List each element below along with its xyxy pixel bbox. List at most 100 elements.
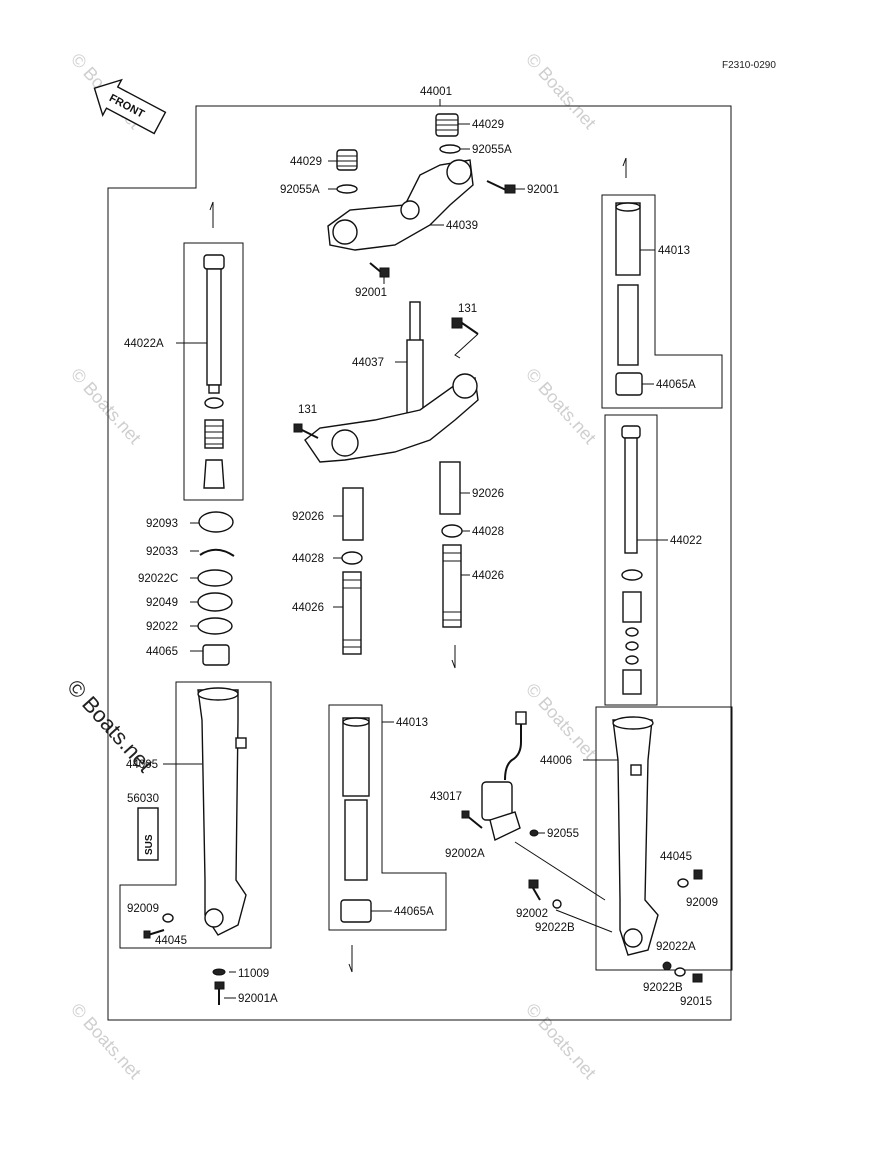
- label-44065A-top: 44065A: [656, 379, 696, 391]
- label-44065A-bottom: 44065A: [394, 906, 434, 918]
- outer-tube-44006: [612, 716, 659, 956]
- decal-56030: SUS: [137, 807, 159, 861]
- bolt-92002A: [461, 810, 483, 829]
- assembly-boundary: [107, 105, 732, 1021]
- label-44026-right: 44026: [472, 570, 504, 582]
- label-92001A: 92001A: [238, 993, 278, 1005]
- label-11009: 11009: [238, 968, 269, 980]
- bolt-92009-left: [143, 929, 165, 939]
- label-92015: 92015: [680, 996, 712, 1008]
- oil-seal-92049: [197, 592, 233, 612]
- watermark: © Boats.net: [522, 679, 600, 762]
- label-92022B: 92022B: [535, 922, 575, 934]
- arrow-down-bottom-icon: [348, 945, 353, 973]
- seat-44028-right: [441, 524, 463, 538]
- watermark-group: © Boats.net © Boats.net © Boats.net © Bo…: [62, 49, 600, 1082]
- label-92022C: 92022C: [138, 573, 178, 585]
- label-92033: 92033: [146, 546, 178, 558]
- washer-11009: [212, 968, 226, 976]
- arrow-up-left-icon: [209, 201, 214, 228]
- spring-44026-left: [342, 571, 362, 655]
- upper-bracket-44039: [327, 159, 474, 251]
- label-44013-bottom: 44013: [396, 717, 428, 729]
- watermark: © Boats.net: [522, 49, 600, 132]
- label-131-top: 131: [458, 303, 477, 315]
- bushing-44065A-bottom: [340, 899, 372, 923]
- washer-92022B-bottom: [674, 967, 686, 977]
- retainer-92033: [199, 548, 235, 557]
- fork-outer-44013-top: [615, 202, 641, 366]
- label-44013-top: 44013: [658, 245, 690, 257]
- label-92022B-bottom: 92022B: [643, 982, 683, 994]
- fork-tube-44022A: [203, 254, 225, 489]
- label-92055A-left: 92055A: [280, 184, 320, 196]
- bolt-92009-right: [693, 869, 703, 880]
- label-92001-bottom: 92001: [355, 287, 387, 299]
- bolt-92001-right: [486, 180, 516, 194]
- bushing-44065: [202, 644, 230, 666]
- watermark: © Boats.net: [522, 364, 600, 447]
- label-92022: 92022: [146, 621, 178, 633]
- label-44065: 44065: [146, 646, 178, 658]
- box-fork-outer-top-right: [601, 194, 723, 409]
- bolt-92015: [692, 973, 703, 983]
- label-43017: 43017: [430, 791, 462, 803]
- label-44022A: 44022A: [124, 338, 164, 350]
- leader-sensor: [514, 841, 606, 901]
- label-44045-right: 44045: [660, 851, 692, 863]
- label-92026-right: 92026: [472, 488, 504, 500]
- label-92002: 92002: [516, 908, 548, 920]
- box-fork-tube-left: [183, 242, 244, 501]
- label-92055: 92055: [547, 828, 579, 840]
- bolt-92001-bottom: [369, 262, 390, 278]
- box-fork-tube-right: [604, 414, 658, 706]
- fork-outer-44013-bottom: [342, 717, 370, 881]
- label-92093: 92093: [146, 518, 178, 530]
- arrow-down-center-icon: [451, 645, 456, 669]
- washer-44045-right: [677, 878, 689, 888]
- fork-tube-44022: [621, 425, 643, 695]
- washer-92022C: [197, 569, 233, 587]
- spacer-92026-left: [342, 487, 364, 541]
- bushing-44065A-top: [615, 372, 643, 396]
- watermark: © Boats.net: [522, 999, 600, 1082]
- label-44045-left: 44045: [155, 935, 187, 947]
- label-44028-left: 44028: [292, 553, 324, 565]
- bolt-92001A: [214, 981, 225, 1005]
- leader-bottom-right: [555, 909, 613, 933]
- label-44029-left: 44029: [290, 156, 322, 168]
- label-92002A: 92002A: [445, 848, 485, 860]
- box-outer-tube-right: [595, 706, 733, 971]
- label-92026-left: 92026: [292, 511, 324, 523]
- box-outer-tube-left: [119, 681, 272, 949]
- svg-text:SUS: SUS: [144, 834, 155, 855]
- washer-44045-left: [162, 913, 174, 923]
- label-131-left: 131: [298, 404, 317, 416]
- o-ring-92055A-right: [439, 144, 461, 154]
- label-44022: 44022: [670, 535, 702, 547]
- washer-92022: [197, 617, 233, 635]
- steering-stem-44037: [304, 301, 479, 463]
- sensor-43017: [481, 711, 527, 842]
- o-ring-92055A-left: [336, 184, 358, 194]
- part-labels: 44001 44029 92055A 44029 92055A 92001 44…: [124, 86, 718, 1008]
- bolt-131-top: [451, 317, 479, 335]
- label-44005: 44005: [126, 759, 158, 771]
- bolt-92002: [528, 879, 541, 901]
- reference-code: F2310-0290: [722, 60, 776, 71]
- washer-92055: [529, 829, 539, 837]
- label-44026-left: 44026: [292, 602, 324, 614]
- spring-44026-right: [442, 544, 462, 628]
- bolt-131-left: [293, 423, 319, 439]
- dust-seal-92093: [198, 511, 234, 533]
- washer-92022A: [662, 961, 672, 971]
- watermark: © Boats.net: [67, 999, 145, 1082]
- seat-44028-left: [341, 551, 363, 565]
- cap-bolt-44029-right: [435, 113, 459, 137]
- label-44037: 44037: [352, 357, 384, 369]
- label-56030: 56030: [127, 793, 159, 805]
- label-92055A-right: 92055A: [472, 144, 512, 156]
- label-44029-right: 44029: [472, 119, 504, 131]
- label-92049: 92049: [146, 597, 178, 609]
- label-44006: 44006: [540, 755, 572, 767]
